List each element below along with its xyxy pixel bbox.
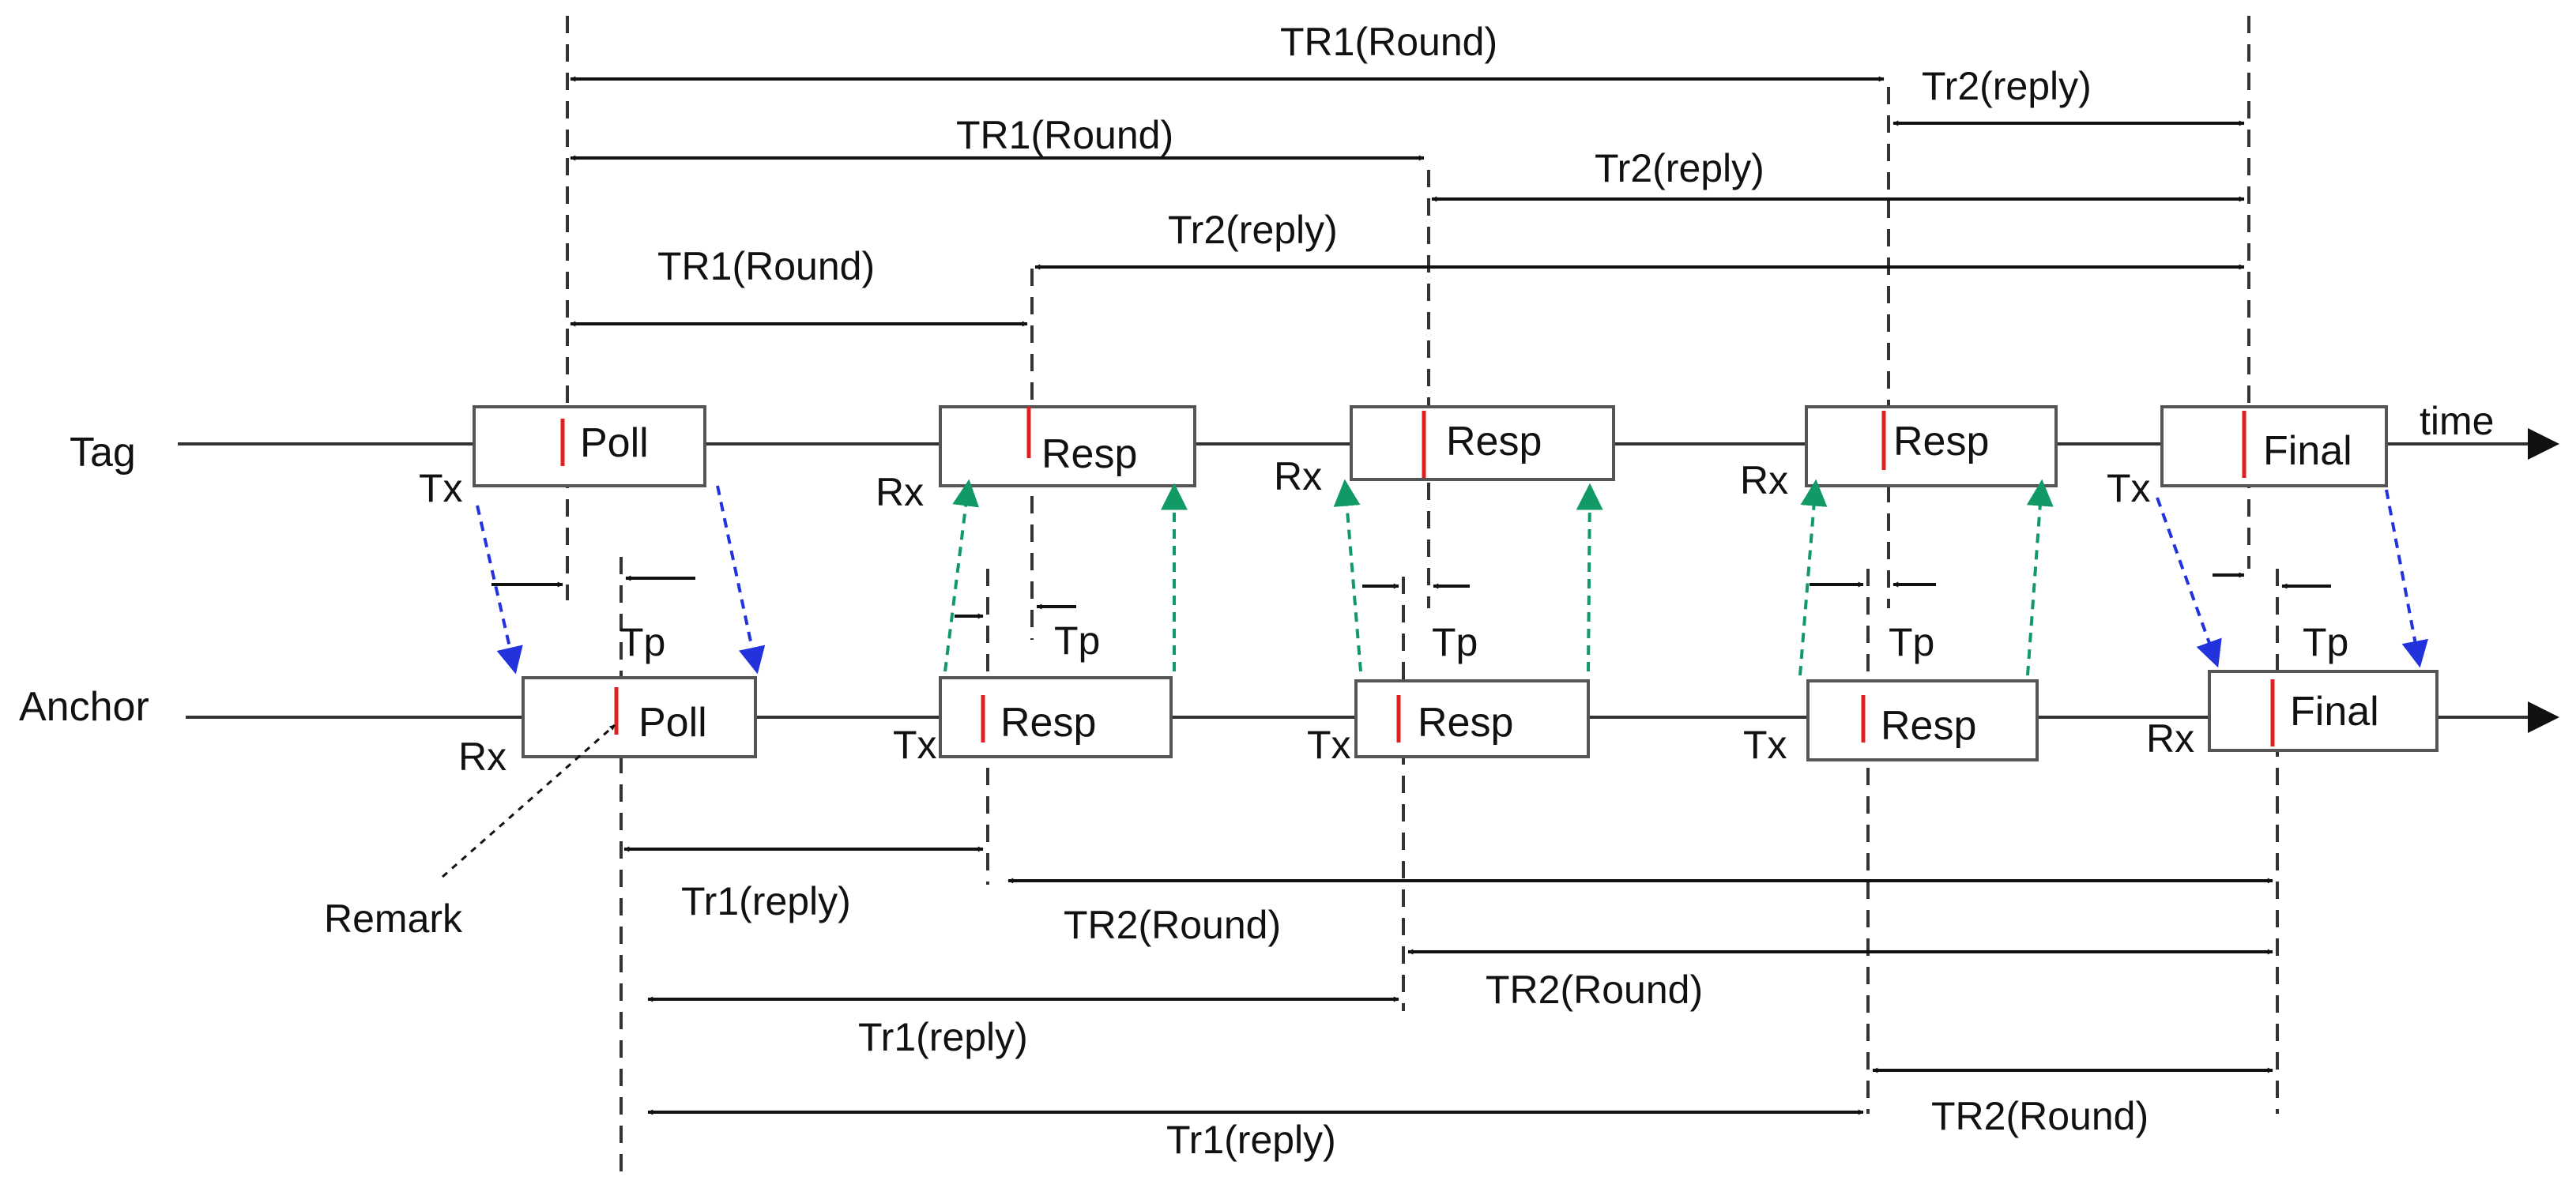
tp-label: Tp [1054, 618, 1100, 663]
tag-packet-resp-1: Resp [939, 405, 1196, 487]
tag-packet-label: Final [2263, 428, 2352, 474]
interval-label: TR2(Round) [1486, 968, 1703, 1012]
interval-label: Tr2(reply) [1922, 64, 2092, 108]
tag-port-labels: Tx Rx Rx Rx Tx [419, 454, 2151, 514]
tag-port-label: Rx [876, 470, 924, 514]
anchor-port-label: Rx [2146, 716, 2194, 761]
time-axis-label: time [2420, 399, 2494, 443]
signal-arrow [476, 505, 523, 675]
tag-to-anchor-signals [476, 485, 2429, 675]
interval-label: TR1(Round) [956, 113, 1173, 157]
anchor-port-labels: Rx Tx Tx Tx Rx [458, 716, 2194, 779]
interval-label: TR1(Round) [1280, 20, 1497, 64]
anchor-packet-final: Final [2208, 670, 2439, 752]
anchor-packet-resp-3: Resp [1806, 679, 2039, 761]
tag-packet-label: Resp [1893, 419, 1989, 464]
interval-label: TR1(Round) [657, 244, 875, 288]
anchor-interval-labels: Tr1(reply) TR2(Round) Tr1(reply) TR2(Rou… [681, 879, 2149, 1162]
tag-packet-label: Resp [1446, 419, 1542, 464]
tag-interval-arrows [570, 76, 2245, 327]
signal-arrow [2156, 497, 2222, 668]
tag-packet-label: Poll [580, 420, 649, 466]
signal-arrow [2385, 489, 2429, 668]
dashed-reference-lines [566, 16, 2279, 1177]
tag-packet-poll: Poll [473, 405, 706, 487]
interval-label: Tr2(reply) [1595, 146, 1764, 190]
anchor-interval-arrows [623, 846, 2273, 1115]
signal-arrow [716, 485, 766, 675]
tag-port-label: Tx [419, 466, 463, 510]
anchor-to-tag-signals [943, 479, 2054, 676]
interval-label: Tr1(reply) [858, 1015, 1028, 1059]
anchor-port-label: Rx [458, 735, 507, 779]
anchor-packet-resp-1: Resp [939, 676, 1173, 758]
anchor-packets: Poll Resp Resp Resp Final [522, 670, 2439, 761]
anchor-packet-poll: Poll [522, 676, 757, 758]
tag-packet-resp-2: Resp [1350, 405, 1615, 481]
interval-label: Tr2(reply) [1168, 208, 1338, 252]
tp-label: Tp [2303, 620, 2348, 664]
anchor-packet-label: Resp [1000, 700, 1096, 746]
anchor-port-label: Tx [1307, 723, 1351, 767]
signal-arrow [1798, 479, 1828, 676]
interval-label: TR2(Round) [1931, 1094, 2149, 1138]
tag-row-label: Tag [70, 430, 136, 476]
anchor-packet-resp-2: Resp [1354, 679, 1590, 758]
tag-interval-labels: TR1(Round) Tr2(reply) TR1(Round) Tr2(rep… [657, 20, 2092, 288]
tp-label: Tp [620, 620, 665, 664]
anchor-packet-label: Resp [1418, 700, 1513, 746]
anchor-port-label: Tx [893, 723, 937, 767]
anchor-port-label: Tx [1743, 723, 1787, 767]
anchor-packet-label: Resp [1881, 703, 1976, 749]
interval-label: TR2(Round) [1064, 903, 1281, 947]
remark-label: Remark [324, 897, 463, 941]
interval-label: Tr1(reply) [681, 879, 851, 923]
tag-port-label: Rx [1274, 454, 1322, 498]
tp-label: Tp [1432, 620, 1478, 664]
tp-label: Tp [1889, 620, 1934, 664]
tag-port-label: Tx [2107, 466, 2151, 510]
propagation-time-labels: Tp Tp Tp Tp Tp [620, 618, 2348, 664]
propagation-time-markers [491, 572, 2331, 619]
tag-packet-final: Final [2160, 405, 2388, 487]
remark-pointer [442, 724, 616, 878]
tag-packet-resp-3: Resp [1805, 405, 2058, 487]
tag-port-label: Rx [1740, 458, 1788, 502]
signal-arrow [943, 479, 980, 672]
tag-packets: Poll Resp Resp Resp Final [473, 405, 2388, 487]
signal-arrow [1333, 479, 1362, 672]
anchor-packet-label: Final [2290, 689, 2379, 735]
anchor-row-label: Anchor [19, 684, 149, 730]
signal-arrow [2026, 479, 2054, 676]
tag-packet-label: Resp [1041, 431, 1137, 477]
signal-arrow [1576, 483, 1603, 672]
interval-label: Tr1(reply) [1166, 1118, 1336, 1162]
anchor-packet-label: Poll [638, 700, 707, 746]
